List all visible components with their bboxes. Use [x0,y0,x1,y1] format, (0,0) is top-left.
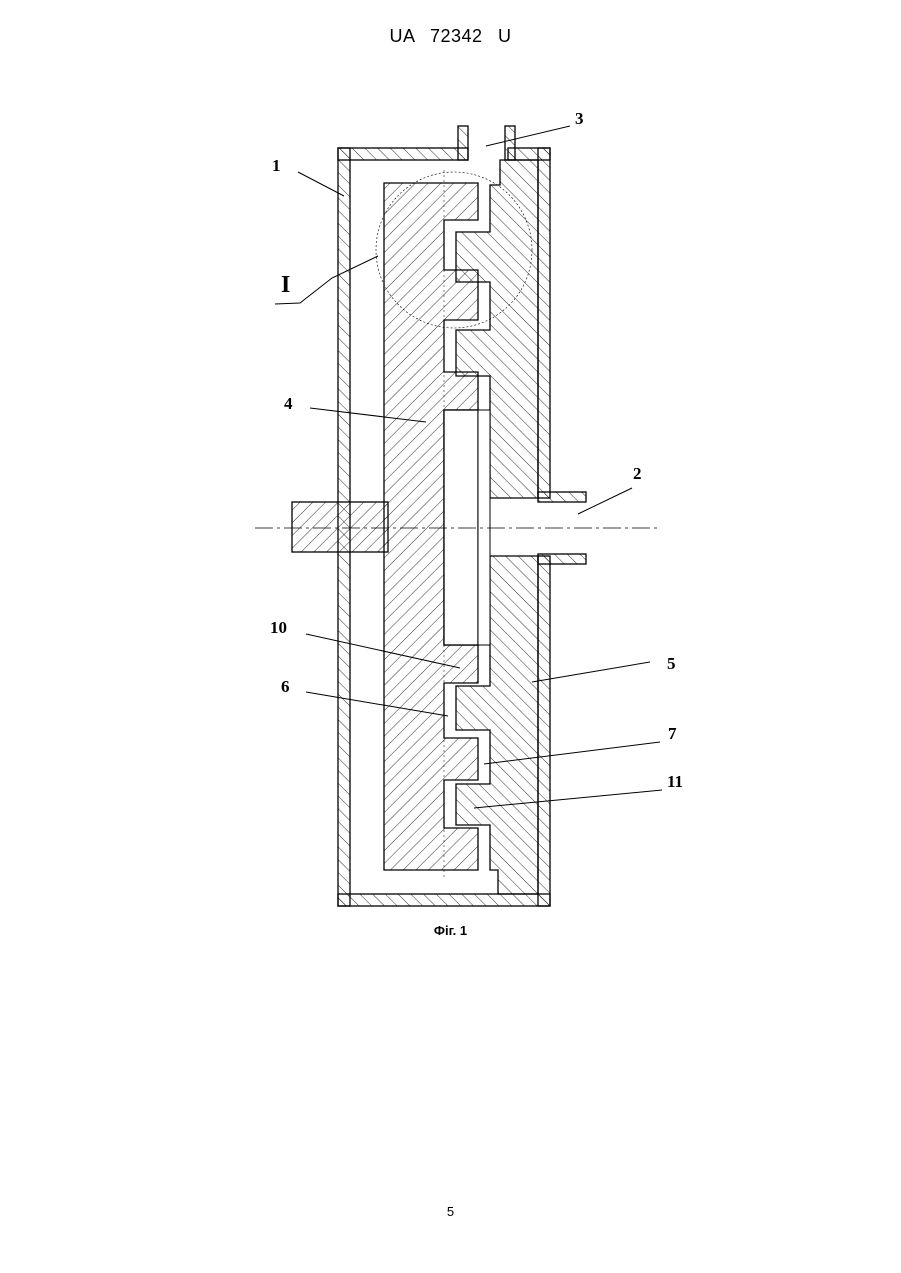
shaft [292,502,388,552]
gap-line [478,410,490,645]
label-7: 7 [668,724,677,744]
label-3: 3 [575,109,584,129]
label-11: 11 [667,772,683,792]
page-number: 5 [0,1204,901,1219]
label-I: I [281,272,290,299]
label-5: 5 [667,654,676,674]
label-1: 1 [272,156,281,176]
label-4: 4 [284,394,293,414]
figure-caption: Фіг. 1 [0,923,901,938]
label-10: 10 [270,618,287,638]
label-6: 6 [281,677,290,697]
rotor-channel [444,410,478,645]
label-2: 2 [633,464,642,484]
